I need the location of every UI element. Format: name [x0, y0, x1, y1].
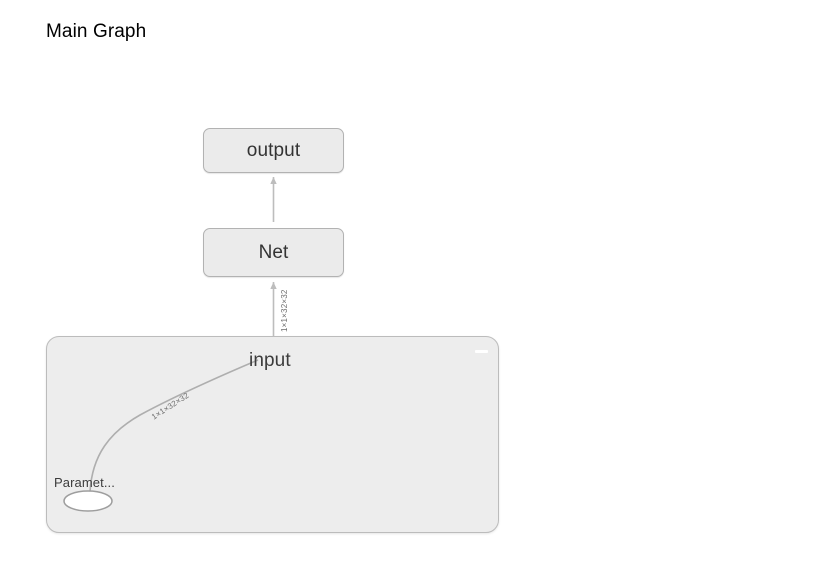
node-net-label: Net	[258, 241, 289, 263]
node-net[interactable]: Net	[203, 228, 344, 277]
node-output[interactable]: output	[203, 128, 344, 173]
node-parameter-label[interactable]: Paramet...	[54, 475, 115, 490]
group-node-container[interactable]	[46, 336, 499, 533]
edge-parameter-to-input	[89, 359, 259, 493]
minus-icon[interactable]	[475, 350, 488, 353]
node-output-label: output	[246, 139, 301, 161]
edge-label-input-to-net: 1×1×32×32	[280, 289, 289, 332]
parameter-node-ellipse[interactable]	[63, 490, 113, 512]
page-title: Main Graph	[46, 21, 147, 42]
node-input-label[interactable]: input	[249, 350, 291, 371]
